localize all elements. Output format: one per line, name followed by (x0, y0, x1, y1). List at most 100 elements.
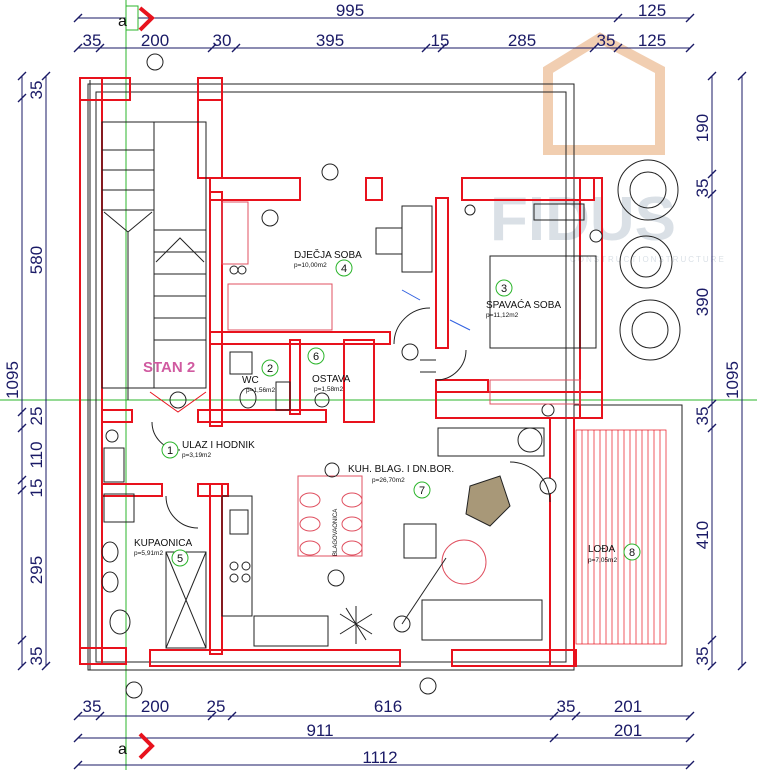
living-furniture (221, 359, 545, 647)
bottom-dimensions: 35 200 25 616 35 201 911 201 1112 (83, 697, 643, 767)
dim-top-2: 200 (141, 31, 169, 50)
dimension-lines (17, 13, 747, 770)
room-2-name: WC (242, 375, 259, 386)
staircase (101, 121, 207, 413)
top-dimensions: 995 125 35 200 30 395 15 285 35 125 (83, 1, 667, 50)
plan-label: STAN 2 (143, 359, 195, 376)
room-5: 5 KUPAONICA p=5,91m2 (134, 538, 192, 567)
room-3-number: 3 (501, 283, 507, 295)
room-labels: 1 ULAZ I HODNIK p=3,19m2 2 WC p=1,56m2 3… (134, 248, 641, 567)
room-7-number: 7 (419, 485, 425, 497)
door-kids-room (393, 307, 431, 345)
dim-top-7: 35 (597, 31, 616, 50)
room-5-name: KUPAONICA (134, 538, 192, 549)
room-1-name: ULAZ I HODNIK (182, 440, 255, 451)
dim-bottom-4: 616 (374, 697, 402, 716)
dim-right-3: 390 (693, 288, 712, 316)
room-8: 8 LOĐA p=7,05m2 (588, 543, 641, 564)
dim-left-7: 35 (27, 647, 46, 666)
room-4-name: DJEČJA SOBA (294, 248, 362, 261)
room-1-area: p=3,19m2 (182, 452, 211, 459)
left-dimensions: 35 580 25 110 15 295 35 1095 (3, 81, 46, 666)
section-arrow-bottom-icon (138, 732, 155, 760)
washing-machine (103, 493, 135, 523)
door-bathroom (165, 495, 199, 529)
bedroom-wardrobe (489, 379, 581, 405)
right-dimensions: 190 35 390 35 410 35 1095 (693, 114, 742, 666)
wc-sink (229, 351, 253, 375)
dim-left-4: 110 (27, 441, 46, 468)
section-marker-top: a (118, 13, 127, 30)
room-4-area: p=10,00m2 (294, 262, 327, 269)
dining-label: BLAGOVAONICA (333, 509, 339, 556)
room-7-name: KUH. BLAG. I DN.BOR. (348, 464, 454, 475)
dim-bottom-6: 201 (614, 697, 642, 716)
walls (79, 77, 603, 667)
tv-unit (437, 427, 545, 457)
section-marker-bottom: a (118, 741, 127, 758)
watermark-tagline: CONSTRUCTIONSTRUCTURE (570, 255, 726, 264)
room-6-area: p=1,58m2 (314, 386, 343, 393)
room-1: 1 ULAZ I HODNIK p=3,19m2 (161, 440, 255, 459)
dim-right-6: 35 (693, 647, 712, 666)
dim-left-3: 25 (27, 407, 46, 426)
desk-chair-icon (375, 227, 403, 255)
room-7: 7 KUH. BLAG. I DN.BOR. p=26,70m2 (348, 464, 454, 499)
plant-icon-2 (619, 235, 673, 289)
dim-top-outer-1: 995 (336, 1, 364, 20)
room-6: 6 OSTAVA p=1,58m2 (307, 347, 351, 393)
chair-icon (403, 523, 437, 559)
room-3: 3 SPAVAĆA SOBA p=11,12m2 (486, 279, 561, 319)
dim-top-3: 30 (213, 31, 232, 50)
room-8-number: 8 (629, 547, 635, 559)
bathroom-furniture (101, 351, 330, 649)
dim-top-5: 15 (431, 31, 450, 50)
dim-right-2: 35 (693, 179, 712, 198)
room-4: 4 DJEČJA SOBA p=10,00m2 (294, 248, 362, 277)
room-5-number: 5 (177, 553, 183, 565)
dim-top-6: 285 (508, 31, 536, 50)
dim-top-1: 35 (83, 31, 102, 50)
dim-left-total: 1095 (3, 361, 22, 399)
dim-bottom-1: 35 (83, 697, 102, 716)
dim-left-1: 35 (27, 81, 46, 100)
room-2: 2 WC p=1,56m2 (242, 359, 279, 394)
kitchen-counter (221, 495, 253, 617)
stair-arrow-icon (103, 211, 153, 233)
room-4-number: 4 (341, 263, 347, 275)
dim-right-5: 410 (693, 521, 712, 549)
armchair-icon (465, 475, 511, 527)
axis-bubbles (125, 53, 603, 699)
dim-left-5: 15 (27, 479, 46, 498)
room-3-area: p=11,12m2 (486, 312, 519, 319)
sofa (421, 599, 543, 641)
dim-bottom-mid-1: 911 (306, 721, 333, 740)
dim-top-8: 125 (638, 31, 666, 50)
room-1-number: 1 (167, 445, 173, 457)
dim-right-1: 190 (693, 114, 712, 142)
room-2-area: p=1,56m2 (246, 387, 275, 394)
plant-icon (339, 606, 373, 644)
dim-right-4: 35 (693, 407, 712, 426)
room-3-name: SPAVAĆA SOBA (486, 298, 561, 311)
watermark-house-icon (543, 32, 665, 155)
boiler-icon (105, 429, 119, 443)
door-loggia (509, 461, 551, 503)
dim-bottom-2: 200 (141, 697, 169, 716)
plant-icon-3 (619, 299, 681, 361)
dim-left-2: 580 (27, 246, 46, 274)
room-8-area: p=7,05m2 (588, 557, 617, 564)
watermark: FIDUS CONSTRUCTIONSTRUCTURE (490, 32, 726, 264)
kids-room-furniture (221, 201, 433, 331)
room-6-number: 6 (313, 351, 319, 363)
dim-top-outer-2: 125 (638, 1, 666, 20)
dim-bottom-total: 1112 (362, 748, 397, 767)
room-8-name: LOĐA (588, 544, 616, 555)
toilet-icon (109, 609, 131, 635)
room-7-area: p=26,70m2 (372, 477, 405, 484)
double-bed (489, 255, 581, 349)
room-5-area: p=5,91m2 (134, 550, 163, 557)
stair-treads (102, 149, 206, 341)
